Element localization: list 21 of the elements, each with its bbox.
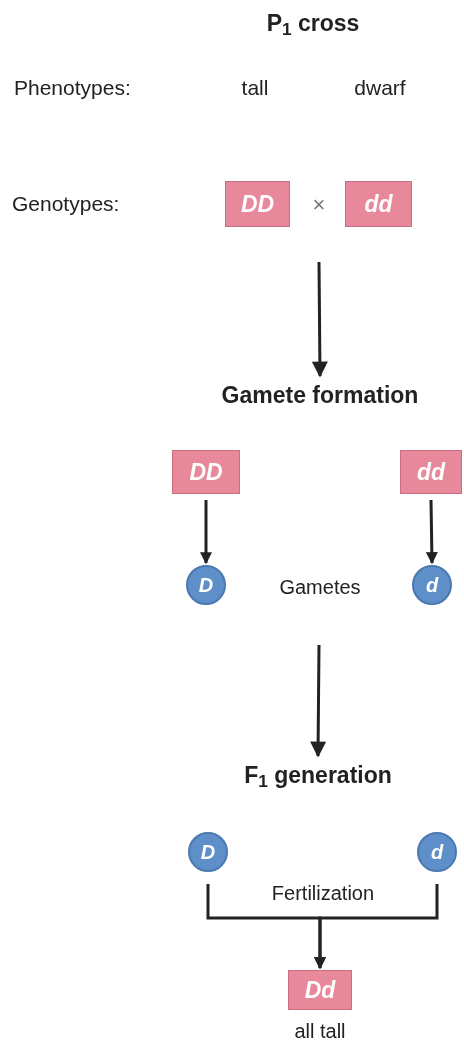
arrow	[314, 884, 439, 970]
arrow	[310, 645, 327, 758]
arrow	[200, 500, 212, 565]
process-label: Fertilization	[271, 882, 375, 904]
cross-symbol: ×	[312, 192, 326, 217]
stage-heading: Gamete formation	[180, 378, 460, 412]
stage-heading: P$_{1}$ cross	[266, 10, 360, 36]
phenotype-label: tall	[241, 76, 269, 99]
row-label: Phenotypes:	[14, 76, 131, 99]
genotype-box: dd	[345, 181, 412, 227]
genotype-box: Dd	[288, 970, 352, 1010]
genotype-box: DD	[225, 181, 290, 227]
phenotype-label: dwarf	[354, 76, 406, 99]
row-label: Genotypes:	[12, 192, 120, 215]
genotype-box: dd	[400, 450, 462, 494]
gametes-label: Gametes	[279, 576, 361, 598]
genotype-box: DD	[172, 450, 240, 494]
caption-text: all tall	[294, 1019, 346, 1044]
stage-heading: F$_{1}$ generation	[218, 758, 418, 792]
arrow	[311, 262, 328, 378]
arrow	[425, 499, 438, 565]
